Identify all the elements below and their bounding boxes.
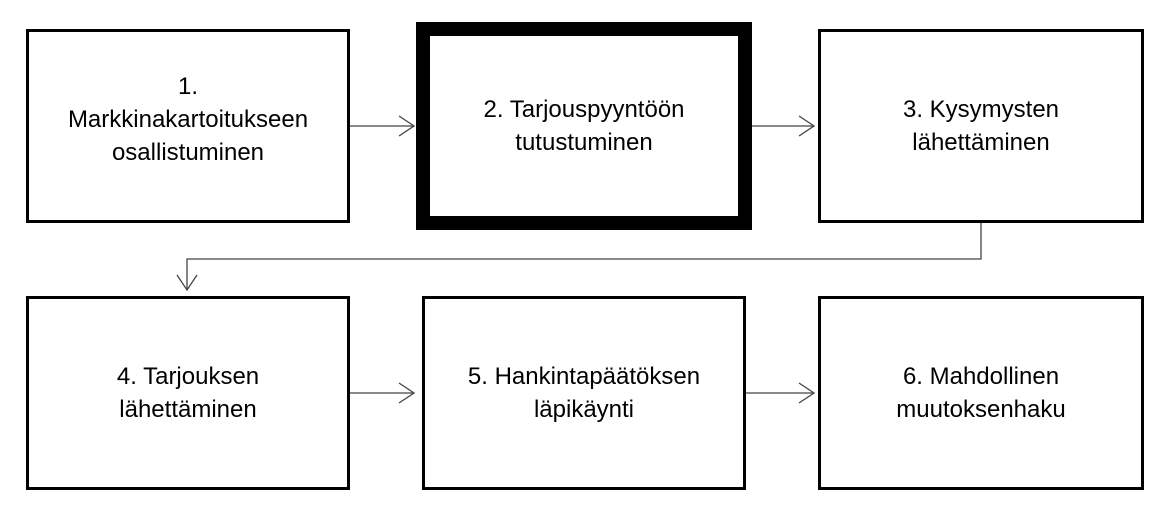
arrow-step2-to-step3 (752, 115, 816, 137)
step-4-box: 4. Tarjouksen lähettäminen (26, 296, 350, 490)
step-4-label: 4. Tarjouksen lähettäminen (116, 363, 260, 423)
step-3-label: 3. Kysymysten lähettäminen (902, 96, 1060, 156)
step-3-box: 3. Kysymysten lähettäminen (818, 29, 1144, 223)
arrow-step1-to-step2 (350, 115, 416, 137)
arrow-step4-to-step5 (350, 382, 416, 404)
step-6-box: 6. Mahdollinen muutoksenhaku (818, 296, 1144, 490)
arrow-step3-to-step4 (176, 223, 982, 292)
step-2-label: 2. Tarjouspyyntöön tutustuminen (483, 96, 685, 156)
step-5-box: 5. Hankintapäätöksen läpikäynti (422, 296, 746, 490)
step-5-label: 5. Hankintapäätöksen läpikäynti (467, 363, 701, 423)
step-1-box: 1. Markkinakartoitukseen osallistuminen (26, 29, 350, 223)
step-6-label: 6. Mahdollinen muutoksenhaku (896, 363, 1066, 423)
arrow-step5-to-step6 (746, 382, 816, 404)
step-1-label: 1. Markkinakartoitukseen osallistuminen (67, 72, 309, 166)
step-2-box: 2. Tarjouspyyntöön tutustuminen (416, 22, 752, 230)
